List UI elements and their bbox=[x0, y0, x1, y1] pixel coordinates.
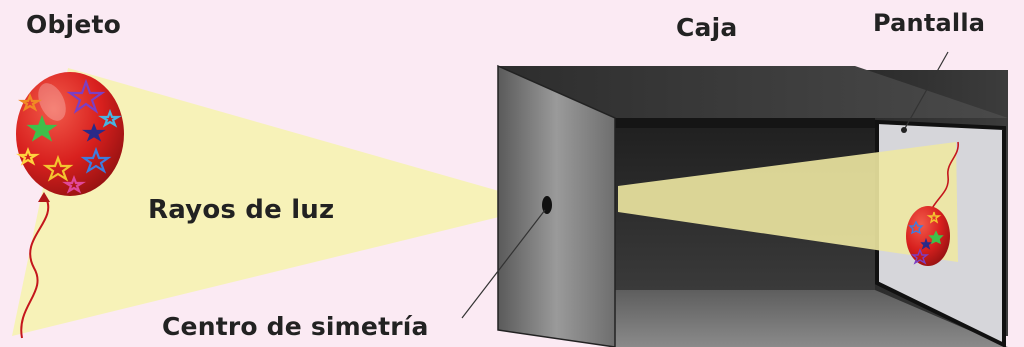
screen-leader-line bbox=[903, 51, 949, 131]
box-inner-floor bbox=[615, 290, 1008, 347]
box-inner-ceiling-band bbox=[615, 118, 875, 128]
inverted-balloon-icon bbox=[906, 141, 959, 266]
box-front-face bbox=[497, 64, 616, 347]
center-of-symmetry-label: Centro de simetría bbox=[162, 312, 429, 341]
light-rays-label: Rayos de luz bbox=[148, 195, 335, 225]
object-label: Objeto bbox=[26, 10, 121, 39]
light-rays-inside-box bbox=[618, 142, 958, 262]
light-rays-cone bbox=[12, 68, 548, 336]
box-top-face bbox=[498, 66, 1008, 118]
balloon-icon bbox=[16, 72, 124, 339]
box-label: Caja bbox=[676, 13, 738, 42]
screen-leader-dot bbox=[901, 127, 907, 133]
center-leader-line bbox=[461, 209, 546, 319]
pinhole bbox=[542, 196, 552, 214]
screen-label: Pantalla bbox=[873, 9, 986, 37]
